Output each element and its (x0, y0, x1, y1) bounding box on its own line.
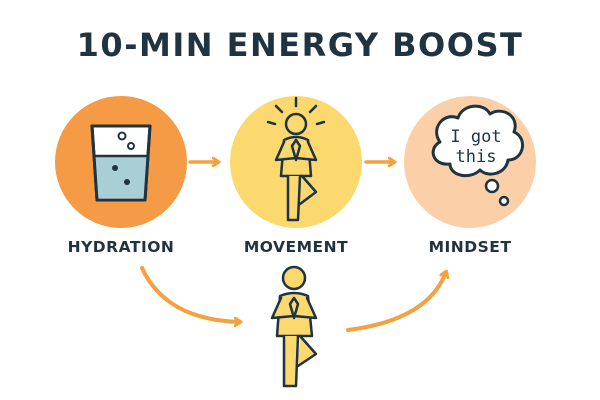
tree-pose-figure-icon (266, 96, 326, 222)
step-label-movement: MOVEMENT (243, 238, 349, 256)
thought-bubble-icon: I got this (431, 104, 524, 207)
page-title: 10-MIN ENERGY BOOST (76, 26, 524, 64)
step-label-mindset: MINDSET (428, 238, 512, 256)
bubble-text-line-1: I got (450, 127, 501, 147)
tree-pose-figure-bottom-icon (270, 265, 318, 388)
bubble-text-line-2: this (456, 147, 497, 167)
water-glass-icon (90, 124, 152, 202)
step-label-hydration: HYDRATION (67, 238, 175, 256)
curved-arrow-to-figure (140, 266, 240, 322)
curved-arrow-to-mindset (346, 272, 446, 332)
